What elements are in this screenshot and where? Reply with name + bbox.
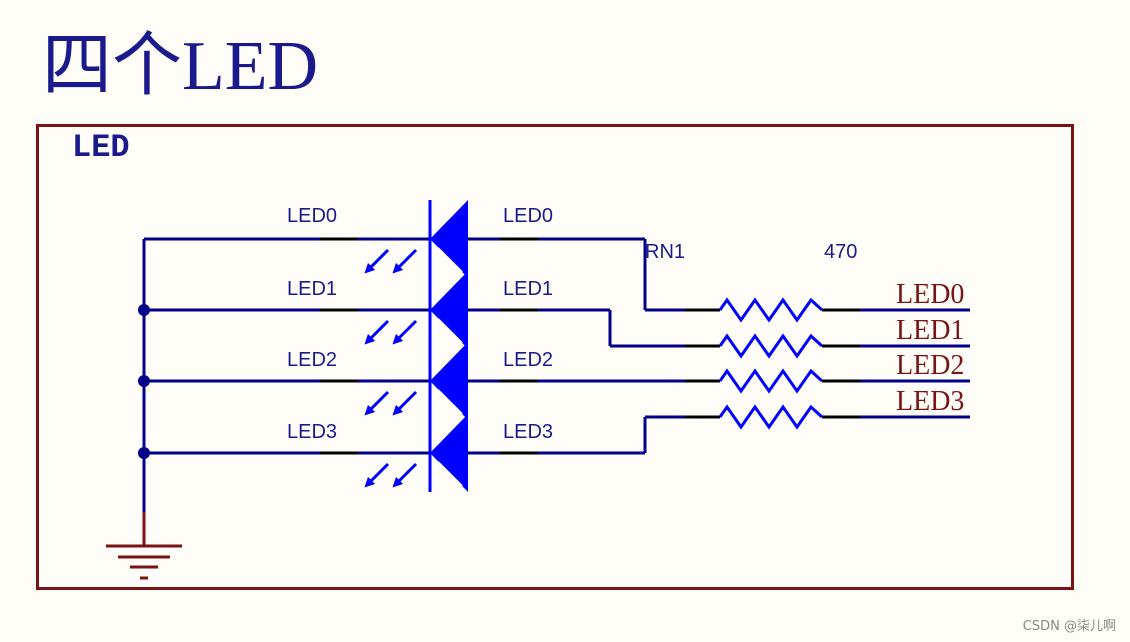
led0-diode [430,200,468,278]
resistor-network-value: 470 [824,241,857,263]
page-title-cjk: 四个 [42,24,182,106]
led3-anode-label: LED3 [287,421,337,443]
output-nets [860,308,970,419]
led-row-2: LED2 LED2 [144,349,685,383]
led1-anode-label: LED1 [287,278,337,300]
led2-diode [430,342,468,420]
page-title: 四个LED [42,30,318,102]
ground-bus [138,239,150,545]
light-arrows [364,248,418,488]
led-row-3: LED3 LED3 [144,415,685,455]
watermark: CSDN @柒儿啊 [1022,619,1116,634]
schematic-box-title: LED [72,129,130,166]
net-label-led0: LED0 [896,279,964,310]
led2-anode-label: LED2 [287,349,337,371]
led0-cathode-label: LED0 [503,205,553,227]
net-label-led2: LED2 [896,350,964,381]
led-array [428,200,468,492]
led1-diode [430,271,468,349]
ground-symbol [106,544,182,580]
resistor-network: RN1 470 [645,241,860,430]
schematic-frame [36,124,1074,590]
net-label-led3: LED3 [896,386,964,417]
led-row-0: LED0 LED0 [144,205,685,312]
led3-diode [430,414,468,492]
led3-cathode-label: LED3 [503,421,553,443]
net-label-led1: LED1 [896,315,964,346]
led0-anode-label: LED0 [287,205,337,227]
page-title-latin: LED [182,28,319,105]
led1-cathode-label: LED1 [503,278,553,300]
resistor-network-ref: RN1 [645,241,685,263]
led2-cathode-label: LED2 [503,349,553,371]
led-row-1: LED1 LED1 [144,278,685,348]
